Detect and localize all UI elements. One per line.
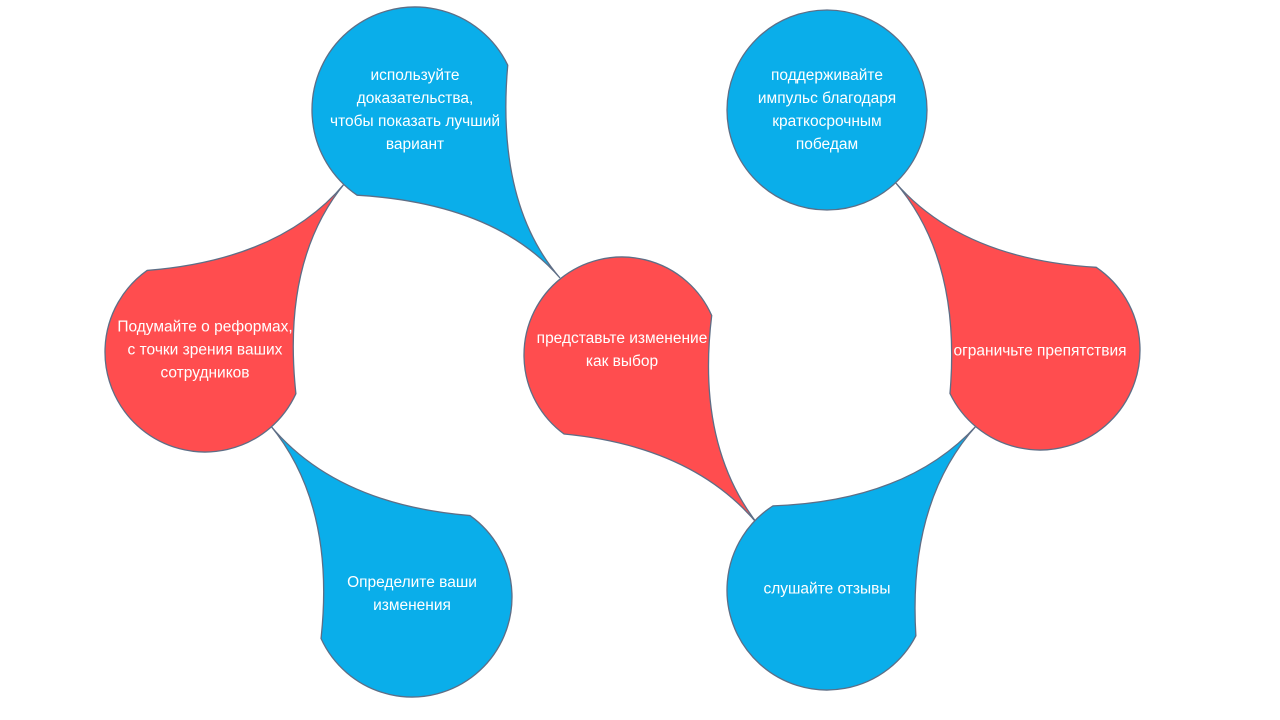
- node-label-define-changes: Определите ваши изменения: [347, 574, 477, 614]
- node-present-change-shape: [523, 256, 761, 528]
- node-label-maintain-momentum: поддерживайте импульс благодаря краткоср…: [757, 67, 897, 153]
- node-use-evidence-shape: [311, 6, 561, 279]
- node-define-changes-shape: [269, 424, 513, 698]
- node-listen-feedback-shape: [726, 424, 978, 691]
- node-label-use-evidence: используйте доказательства, чтобы показа…: [329, 67, 501, 153]
- node-label-listen-feedback: слушайте отзывы: [763, 580, 891, 598]
- node-think-reforms-shape: [104, 182, 346, 453]
- node-label-present-change: представьте изменение как выбор: [536, 330, 708, 370]
- node-label-limit-obstacles: ограничьте препятствия: [953, 342, 1127, 360]
- node-maintain-momentum-shape: [726, 9, 928, 211]
- node-label-think-reforms: Подумайте о реформах, с точки зрения ваш…: [117, 318, 293, 382]
- node-limit-obstacles-shape: [894, 181, 1141, 451]
